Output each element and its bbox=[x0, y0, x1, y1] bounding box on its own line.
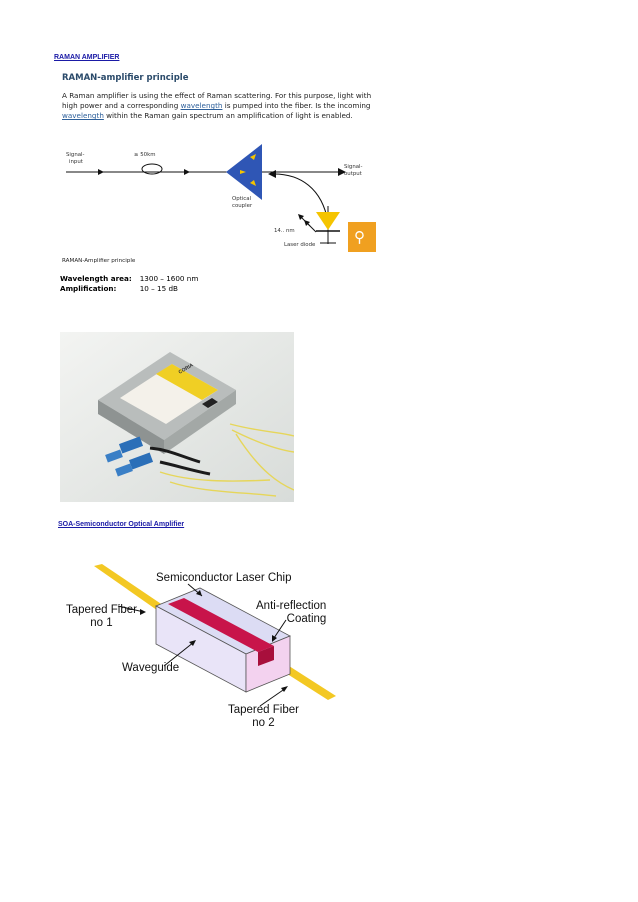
spec-label: Amplification: bbox=[60, 284, 117, 293]
fiber1-arrow bbox=[140, 609, 146, 615]
fiber-arrow-icon bbox=[184, 169, 190, 175]
spec-row: Wavelength area: 1300 – 1600 nm bbox=[60, 274, 206, 284]
laser-diode-icon bbox=[316, 212, 340, 230]
fiber2-arrow bbox=[281, 686, 288, 692]
coating-arrow bbox=[272, 635, 277, 642]
distance-label: ≥ 50km bbox=[134, 152, 156, 158]
chip-label: Semiconductor Laser Chip bbox=[156, 572, 292, 584]
signal-input-label: Signal- input bbox=[66, 152, 85, 165]
spec-value: 10 – 15 dB bbox=[139, 284, 178, 293]
soa-diagram-graphic bbox=[94, 564, 336, 707]
spec-row: Amplification: 10 – 15 dB bbox=[60, 284, 206, 294]
diagram-caption: RAMAN-Amplifier principle bbox=[62, 258, 136, 264]
input-arrow-icon bbox=[98, 169, 104, 175]
raman-diagram-graphic bbox=[66, 144, 376, 252]
amplifier-module-image bbox=[60, 332, 295, 502]
wavelength-link[interactable]: wavelength bbox=[62, 111, 104, 120]
raman-amplifier-photo: CORIA bbox=[60, 332, 295, 502]
chip-arrow bbox=[196, 590, 202, 596]
fiber-spool-icon bbox=[141, 163, 163, 175]
tapered-fiber-2-label: Tapered Fiber no 2 bbox=[228, 704, 299, 729]
spec-label: Wavelength area: bbox=[60, 274, 132, 283]
waveguide-label: Waveguide bbox=[122, 662, 180, 674]
signal-output-label: Signal- output bbox=[344, 164, 363, 177]
raman-description-part2: is pumped into the fiber. Is the incomin… bbox=[222, 101, 371, 110]
waveguide-arrow bbox=[189, 640, 196, 646]
raman-amplifier-link[interactable]: RAMAN AMPLIFIER bbox=[54, 54, 120, 61]
wavelength-link[interactable]: wavelength bbox=[180, 101, 223, 110]
pump-wavelength-label: 14.. nm bbox=[274, 228, 295, 234]
anti-reflection-label: Anti-reflection Coating bbox=[256, 600, 327, 625]
magnifier-icon[interactable]: ⚲ bbox=[354, 229, 365, 246]
soa-diagram: Semiconductor Laser Chip Tapered Fiber n… bbox=[60, 560, 360, 740]
laser-diode-label: Laser diode bbox=[284, 242, 316, 248]
waveguide-strip bbox=[168, 598, 274, 652]
raman-description: A Raman amplifier is using the effect of… bbox=[62, 91, 382, 121]
spec-value: 1300 – 1600 nm bbox=[139, 274, 199, 283]
soa-link[interactable]: SOA-Semiconductor Optical Amplifier bbox=[58, 521, 185, 528]
raman-diagram: ⚲ Signal- input ≥ 50km Optical coupler S… bbox=[60, 140, 380, 260]
tapered-fiber-1-label: Tapered Fiber no 1 bbox=[66, 604, 137, 629]
optical-coupler-label: Optical coupler bbox=[232, 196, 253, 209]
specs-table: Wavelength area: 1300 – 1600 nm Amplific… bbox=[60, 274, 206, 294]
output-arrowhead bbox=[338, 168, 346, 176]
zoom-badge bbox=[348, 222, 376, 252]
raman-description-part1: A Raman amplifier is using the effect of… bbox=[62, 91, 372, 110]
raman-principle-heading: RAMAN-amplifier principle bbox=[62, 73, 189, 83]
raman-description-part3: within the Raman gain spectrum an amplif… bbox=[103, 111, 353, 120]
